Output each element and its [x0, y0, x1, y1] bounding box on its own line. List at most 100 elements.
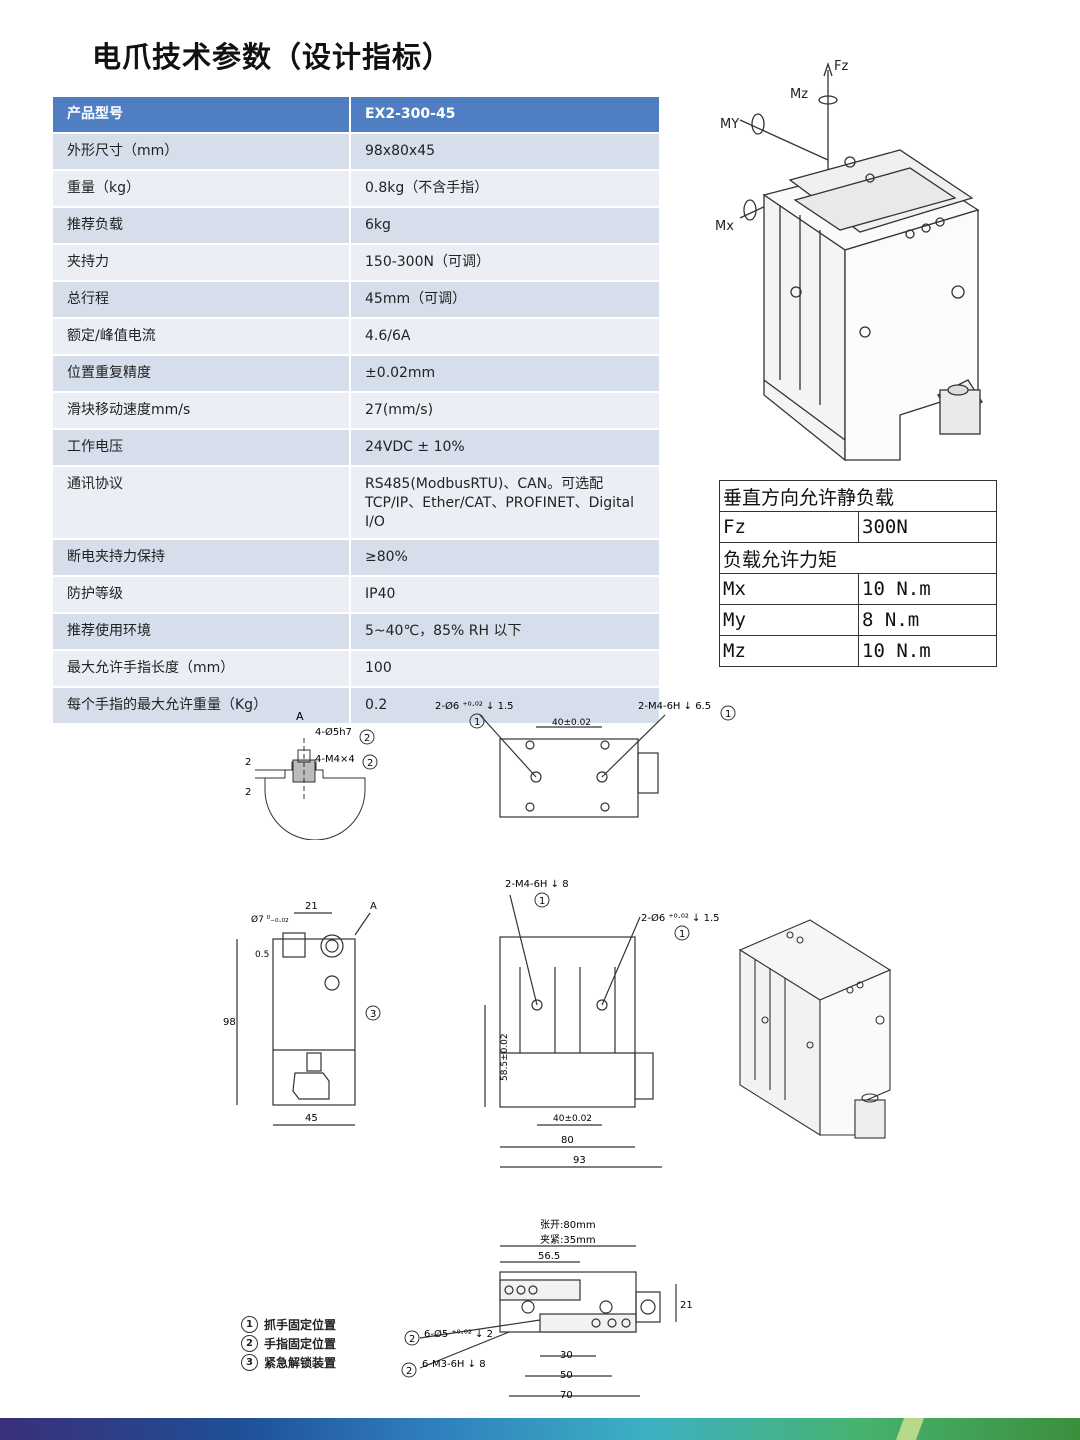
top-dim-right: 2-M4-6H ↓ 6.5 [638, 701, 711, 712]
spec-table: 产品型号 EX2-300-45 外形尺寸（mm）98x80x45 重量（kg） 0… [53, 97, 659, 725]
spec-key: 总行程 [53, 281, 351, 319]
spec-value: 45mm（可调） [350, 281, 659, 319]
detail-a-dim1: 2 [245, 757, 251, 768]
spec-value: 5~40℃，85% RH 以下 [350, 613, 659, 651]
side-dim-45: 45 [305, 1113, 318, 1124]
detail-a-dim2: 2 [245, 787, 251, 798]
callout-3: 3 [370, 1009, 376, 1020]
spec-value: ±0.02mm [350, 355, 659, 393]
side-dim-05: 0.5 [255, 950, 269, 960]
bottom-dim-close: 夹紧:35mm [540, 1233, 596, 1246]
axis-my-label: MY [720, 117, 739, 132]
spec-key: 每个手指的最大允许重量（Kg） [53, 687, 351, 725]
bottom-view-drawing: 张开:80mm 夹紧:35mm 56.5 21 2 6-Ø5 ⁺⁰·⁰² ↓ 2… [401, 1219, 693, 1401]
side-dim-hole: Ø7 ⁰₋₀.₀₂ [251, 914, 289, 925]
detail-a-hole1: 4-Ø5h7 [315, 726, 352, 738]
front-dim-m4: 2-M4-6H ↓ 8 [505, 879, 569, 890]
load-value: 10 N.m [858, 573, 997, 605]
callout-1: 1 [539, 896, 545, 907]
front-dim-80: 80 [561, 1135, 574, 1146]
spec-header-value: EX2-300-45 [350, 97, 659, 134]
spec-key: 外形尺寸（mm） [53, 133, 351, 171]
legend-number: 2 [241, 1335, 258, 1352]
load-label: Mx [719, 573, 859, 605]
spec-value: 6kg [350, 207, 659, 245]
legend-label: 紧急解锁装置 [264, 1356, 337, 1370]
load-row: 负载允许力矩 [719, 542, 997, 574]
legend-number: 1 [241, 1316, 258, 1333]
top-dim-pitch: 40±0.02 [552, 718, 591, 728]
spec-value: 4.6/6A [350, 318, 659, 356]
load-moment-title: 负载允许力矩 [719, 542, 997, 574]
callout-2: 2 [406, 1366, 412, 1377]
callout-2: 2 [409, 1334, 415, 1345]
load-label: Mz [719, 635, 859, 667]
load-static-title: 垂直方向允许静负载 [719, 480, 997, 512]
detail-a-drawing: A 4-Ø5h7 4-M4×4 2 2 2 2 [245, 710, 378, 840]
load-row: 垂直方向允许静负载 [719, 480, 997, 512]
side-dim-a: A [370, 901, 377, 912]
top-view-drawing: 2-Ø6 ⁺⁰·⁰² ↓ 1.5 1 2-M4-6H ↓ 6.5 1 40±0.… [435, 700, 736, 818]
spec-header-key: 产品型号 [53, 97, 351, 134]
callout-1: 1 [474, 717, 480, 728]
spec-key: 重量（kg） [53, 170, 351, 208]
front-dim-40: 40±0.02 [553, 1114, 592, 1124]
spec-value: 98x80x45 [350, 133, 659, 171]
front-dim-93: 93 [573, 1155, 586, 1166]
spec-key: 位置重复精度 [53, 355, 351, 393]
axis-fz-label: Fz [834, 59, 848, 74]
side-dim-98: 98 [223, 1017, 236, 1028]
spec-value: 150-300N（可调） [350, 244, 659, 282]
legend-number: 3 [241, 1354, 258, 1371]
bottom-dim-50: 50 [560, 1370, 573, 1381]
spec-row: 断电夹持力保持≥80% [53, 539, 659, 577]
spec-key: 通讯协议 [53, 466, 351, 540]
bottom-dim-21: 21 [680, 1300, 693, 1311]
spec-row: 每个手指的最大允许重量（Kg）0.2 [53, 687, 659, 725]
bottom-dim-phi5: 6-Ø5 ⁺⁰·⁰² ↓ 2 [424, 1328, 493, 1340]
load-label: My [719, 604, 859, 636]
front-dim-phi6: 2-Ø6 ⁺⁰·⁰² ↓ 1.5 [641, 912, 720, 924]
footer-color-bar [0, 1418, 1080, 1440]
spec-row: 位置重复精度±0.02mm [53, 355, 659, 393]
spec-key: 防护等级 [53, 576, 351, 614]
spec-key: 工作电压 [53, 429, 351, 467]
spec-value: 0.2 [350, 687, 659, 725]
footer-accent [895, 1418, 925, 1440]
page-title: 电爪技术参数（设计指标） [92, 40, 453, 74]
spec-value: IP40 [350, 576, 659, 614]
bottom-dim-open: 张开:80mm [540, 1219, 596, 1231]
legend-label: 抓手固定位置 [264, 1318, 337, 1332]
load-value: 10 N.m [858, 635, 997, 667]
callout-2: 2 [364, 733, 370, 744]
spec-key: 推荐负载 [53, 207, 351, 245]
load-value: 300N [858, 511, 997, 543]
legend-label: 手指固定位置 [264, 1337, 337, 1351]
axis-mx-label: Mx [715, 219, 734, 234]
bottom-dim-30: 30 [560, 1350, 573, 1361]
bottom-dim-565: 56.5 [538, 1251, 560, 1262]
spec-row: 外形尺寸（mm）98x80x45 [53, 133, 659, 171]
axis-mz-label: Mz [790, 87, 808, 102]
spec-value: 27(mm/s) [350, 392, 659, 430]
side-view-drawing: 21 Ø7 ⁰₋₀.₀₂ A 0.5 98 45 3 [223, 901, 381, 1126]
detail-a-hole2: 4-M4×4 [315, 754, 355, 765]
legend-item: 2 手指固定位置 [241, 1335, 336, 1352]
front-view-drawing: 2-M4-6H ↓ 8 1 2-Ø6 ⁺⁰·⁰² ↓ 1.5 1 58.5±0.… [484, 879, 720, 1168]
side-dim-21: 21 [305, 901, 318, 912]
spec-key: 额定/峰值电流 [53, 318, 351, 356]
legend-item: 3 紧急解锁装置 [241, 1354, 336, 1371]
top-dim-left: 2-Ø6 ⁺⁰·⁰² ↓ 1.5 [435, 700, 514, 712]
